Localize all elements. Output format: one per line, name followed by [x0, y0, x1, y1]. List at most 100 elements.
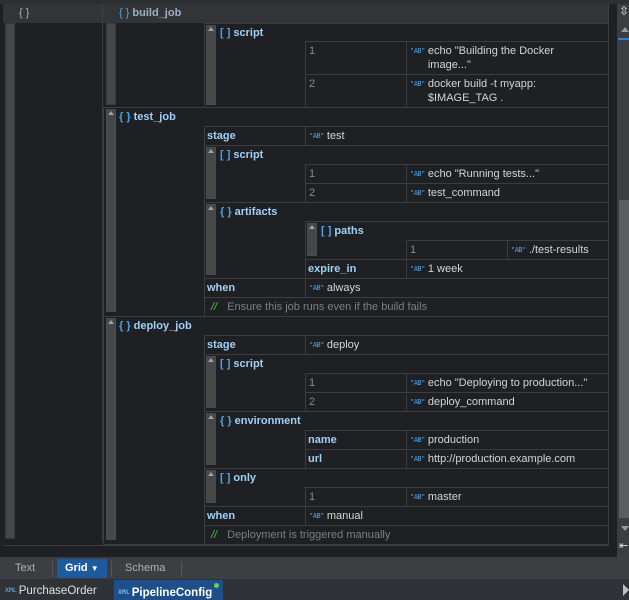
- scroll-down-arrow-icon[interactable]: [621, 526, 629, 531]
- string-type-icon: "AB": [410, 189, 425, 197]
- comment-row[interactable]: //Deployment is triggered manually: [204, 525, 609, 545]
- paths-title: [ ]paths: [321, 225, 364, 237]
- artifacts-title: { }artifacts: [220, 206, 278, 218]
- name-key: name: [305, 430, 407, 450]
- tab-separator: [111, 561, 112, 577]
- deploy-job-node: { }deploy_job: [103, 316, 609, 336]
- deploy-job-collapse-button[interactable]: [106, 318, 116, 540]
- array-icon: [ ]: [220, 358, 231, 370]
- environment-gutter: [204, 431, 306, 469]
- name-value[interactable]: "AB"production: [406, 430, 609, 450]
- string-type-icon: "AB": [410, 398, 425, 406]
- list-item-value[interactable]: "AB"echo "Running tests...": [406, 164, 609, 184]
- object-icon: { }: [220, 415, 232, 427]
- expire-in-value[interactable]: "AB"1 week: [406, 259, 609, 279]
- top-strip: [0, 0, 629, 4]
- list-item-value[interactable]: "AB"echo "Deploying to production...": [406, 373, 609, 393]
- stage-value[interactable]: "AB"deploy: [305, 335, 609, 355]
- string-type-icon: "AB": [309, 341, 324, 349]
- object-icon: { }: [220, 206, 232, 218]
- test-job-script: [ ]script: [204, 145, 609, 165]
- tab-text[interactable]: Text: [15, 562, 36, 574]
- paths-collapse-button[interactable]: [307, 223, 317, 256]
- xml-file-icon: XML: [5, 586, 17, 594]
- modified-indicator-icon: [214, 583, 220, 588]
- comment-icon: //: [211, 529, 218, 541]
- list-item-value[interactable]: "AB"test_command: [406, 183, 609, 203]
- list-item-index: 1: [305, 164, 407, 184]
- build-job-script: [ ]script: [204, 23, 609, 42]
- object-icon: { }: [119, 320, 131, 332]
- string-type-icon: "AB": [309, 132, 324, 140]
- array-icon: [ ]: [220, 472, 231, 484]
- stage-key: stage: [204, 335, 306, 355]
- string-type-icon: "AB": [410, 493, 425, 501]
- environment-collapse-button[interactable]: [206, 413, 216, 465]
- environment-title: { }environment: [220, 415, 301, 427]
- url-value[interactable]: "AB"http://production.example.com: [406, 449, 609, 469]
- artifacts-collapse-button[interactable]: [206, 204, 216, 275]
- collapse-arrow-icon: [108, 111, 114, 115]
- script-collapse-button[interactable]: [206, 25, 216, 105]
- tab-grid[interactable]: Grid ▼: [57, 559, 107, 578]
- list-item-index: 2: [305, 74, 407, 108]
- string-type-icon: "AB": [410, 436, 425, 444]
- collapse-arrow-icon: [208, 358, 214, 362]
- stage-value[interactable]: "AB"test: [305, 126, 609, 146]
- split-view-icon[interactable]: ⇳: [619, 4, 629, 18]
- collapse-arrow-icon: [108, 320, 114, 324]
- xml-file-icon: XML: [118, 588, 130, 596]
- collapse-arrow-icon: [208, 472, 214, 476]
- script-collapse-button[interactable]: [206, 147, 216, 199]
- artifacts-node: { }artifacts: [204, 202, 609, 222]
- list-item-index: 1: [305, 487, 407, 507]
- paths-node: [ ]paths: [305, 221, 609, 241]
- build-job-script-gutter: [204, 42, 306, 108]
- script-title: [ ]script: [220, 358, 264, 370]
- string-type-icon: "AB": [410, 47, 425, 55]
- collapse-arrow-icon: [208, 206, 214, 210]
- list-item-value[interactable]: "AB"docker build -t myapp:$IMAGE_TAG .: [406, 74, 609, 108]
- script-collapse-button[interactable]: [206, 356, 216, 408]
- deploy-job-script-gutter: [204, 374, 306, 412]
- scroll-up-arrow-icon[interactable]: [621, 27, 629, 32]
- test-job-collapse-button[interactable]: [106, 109, 116, 312]
- list-item-value[interactable]: "AB"./test-results: [507, 240, 609, 260]
- root-header[interactable]: { }: [3, 4, 103, 23]
- collapse-arrow-icon: [208, 415, 214, 419]
- array-icon: [ ]: [321, 225, 332, 237]
- string-type-icon: "AB": [309, 512, 324, 520]
- list-item-index: 1: [305, 41, 407, 75]
- comment-icon: //: [211, 301, 218, 313]
- tab-scroll-right-icon[interactable]: [623, 584, 629, 596]
- dropdown-arrow-icon[interactable]: ▼: [90, 564, 99, 573]
- collapse-arrow-icon: [208, 27, 214, 31]
- expire-in-key: expire_in: [305, 259, 407, 279]
- when-value[interactable]: "AB"manual: [305, 506, 609, 526]
- root-collapse-bar[interactable]: [5, 23, 15, 539]
- scroll-position-marker: [618, 38, 629, 40]
- root-column: [3, 23, 103, 541]
- split-horizontal-icon[interactable]: ⇤: [619, 540, 629, 552]
- test-job-gutter: [103, 127, 205, 317]
- comment-row[interactable]: //Ensure this job runs even if the build…: [204, 297, 609, 317]
- scrollbar-thumb[interactable]: [619, 200, 629, 518]
- only-collapse-button[interactable]: [206, 470, 216, 503]
- build-job-label: build_job: [132, 7, 182, 19]
- list-item-value[interactable]: "AB"master: [406, 487, 609, 507]
- deploy-job-script: [ ]script: [204, 354, 609, 374]
- tab-schema[interactable]: Schema: [125, 562, 166, 574]
- test-job-script-gutter: [204, 165, 306, 203]
- array-icon: [ ]: [220, 27, 231, 39]
- build-job-header[interactable]: { }build_job: [103, 4, 609, 23]
- when-key: when: [204, 506, 306, 526]
- when-value[interactable]: "AB"always: [305, 278, 609, 298]
- stage-key: stage: [204, 126, 306, 146]
- list-item-value[interactable]: "AB"deploy_command: [406, 392, 609, 412]
- object-icon: { }: [119, 7, 130, 19]
- string-type-icon: "AB": [410, 80, 425, 88]
- build-job-collapse-bar[interactable]: [106, 23, 116, 105]
